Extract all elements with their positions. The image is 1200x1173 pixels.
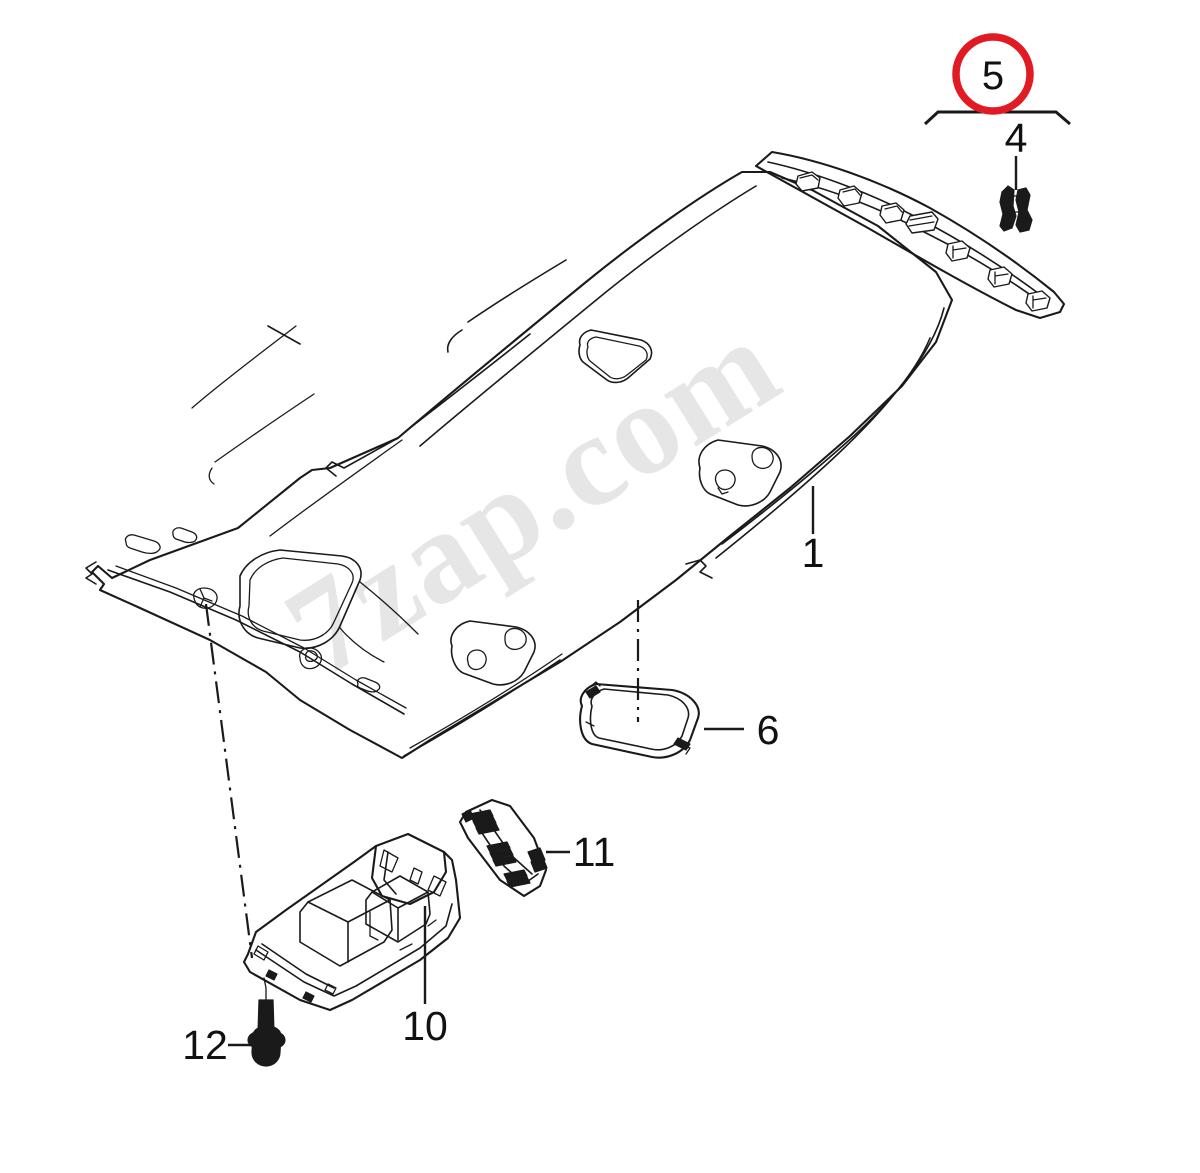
callout-5-ring[interactable]	[952, 33, 1034, 115]
label-11: 11	[573, 829, 616, 875]
label-1: 1	[802, 530, 825, 576]
rail-clip	[945, 240, 971, 262]
rail-clip	[987, 266, 1013, 288]
rail-clip	[905, 211, 939, 234]
part-headliner	[85, 170, 954, 760]
label-6: 6	[757, 707, 780, 753]
part-trim-frame	[579, 681, 700, 759]
part-console-housing	[242, 832, 462, 1012]
part-screw	[247, 977, 286, 1067]
callout-5-number: 5	[982, 54, 1004, 98]
callout-5-group[interactable]: 5	[923, 33, 1071, 126]
rail-clip	[879, 202, 905, 224]
part-roof-rail	[754, 150, 1066, 320]
alignment-line-console	[204, 603, 254, 959]
part-spring-clip	[999, 185, 1033, 233]
label-4: 4	[1005, 115, 1028, 161]
rail-clip	[837, 185, 863, 207]
part-vent-grille	[458, 798, 548, 898]
label-12: 12	[182, 1022, 228, 1068]
grille-slats	[469, 809, 531, 888]
label-10: 10	[402, 1003, 448, 1049]
rail-clip	[795, 171, 821, 192]
rail-clip	[1025, 290, 1051, 312]
